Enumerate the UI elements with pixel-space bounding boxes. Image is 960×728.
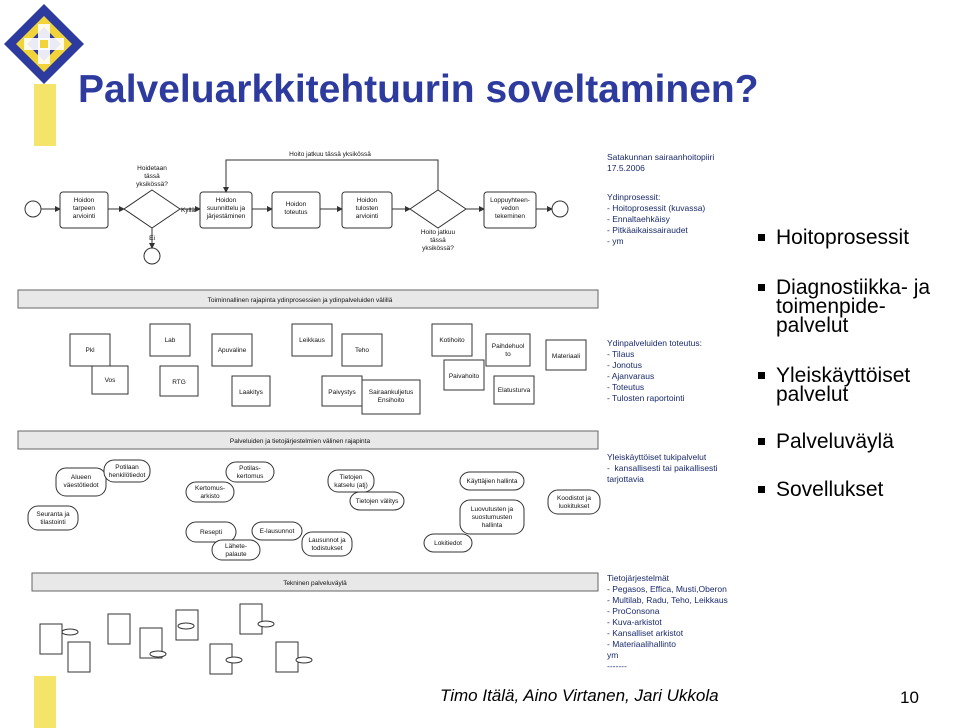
general-service: Käyttäjien hallinta bbox=[467, 478, 518, 485]
core-band-label: Toiminnallinen rajapinta ydinprosessien … bbox=[208, 297, 393, 304]
core-services-note: Ydinpalveluiden toteutus: - Tilaus - Jon… bbox=[607, 338, 702, 403]
hospital-note: Satakunnan sairaanhoitopiiri 17.5.2006 bbox=[607, 152, 715, 173]
general-service: E-lausunnot bbox=[260, 528, 295, 535]
core-service-unit: Elatusturva bbox=[498, 387, 531, 394]
core-service-unit: Apuvaline bbox=[218, 347, 247, 354]
logo-icon bbox=[4, 4, 84, 84]
decor-bar-top bbox=[34, 84, 56, 146]
systems-note: Tietojärjestelmät - Pegasos, Effica, Mus… bbox=[607, 573, 728, 671]
architecture-diagram: Hoito jatkuu tässä yksikössä Kyllä Ei Ho… bbox=[17, 151, 601, 675]
general-service: Tietojen välitys bbox=[356, 498, 399, 505]
core-service-unit: Laakitys bbox=[239, 389, 264, 396]
core-service-unit: Vos bbox=[105, 377, 117, 384]
end-node-ei bbox=[143, 247, 161, 265]
decor-bar-bottom bbox=[34, 676, 56, 728]
start-node bbox=[24, 200, 42, 218]
core-service-unit: Lab bbox=[165, 337, 176, 344]
core-service-unit: RTG bbox=[172, 379, 186, 386]
core-service-unit: Materiaali bbox=[552, 353, 580, 360]
core-service-unit: Teho bbox=[355, 347, 369, 354]
core-service-unit: Kotihoito bbox=[439, 337, 465, 344]
core-service-unit: Paivystys bbox=[328, 389, 356, 396]
decision-2 bbox=[409, 189, 467, 229]
decision-1 bbox=[123, 189, 181, 229]
general-service: Lokitiedot bbox=[434, 540, 462, 547]
general-service: Kertomus-arkisto bbox=[195, 485, 225, 500]
core-processes-note: Ydinprosessit: - Hoitoprosessit (kuvassa… bbox=[607, 192, 706, 246]
yes-label: Kyllä bbox=[181, 207, 195, 214]
core-service-unit: Pkl bbox=[85, 347, 95, 354]
core-service-unit: Leikkaus bbox=[299, 337, 325, 344]
footer-authors: Timo Itälä, Aino Virtanen, Jari Ukkola bbox=[440, 686, 719, 705]
general-service: Lähete-palaute bbox=[225, 543, 247, 558]
general-band-label: Palveluiden ja tietojärjestelmien väline… bbox=[230, 438, 371, 445]
general-service: Resepti bbox=[200, 529, 222, 536]
slide-title: Palveluarkkitehtuurin soveltaminen? bbox=[78, 68, 759, 111]
tech-band-label: Tekninen palveluväylä bbox=[283, 580, 347, 587]
core-service-unit: Paivahoito bbox=[449, 373, 480, 380]
general-services-note: Yleiskäyttöiset tukipalvelut - kansallis… bbox=[607, 452, 718, 484]
general-service: Potilas-kertomus bbox=[237, 465, 264, 480]
loop-label: Hoito jatkuu tässä yksikössä bbox=[289, 151, 371, 158]
page-number: 10 bbox=[900, 688, 919, 707]
no-label: Ei bbox=[149, 235, 155, 242]
end-node bbox=[551, 200, 569, 218]
